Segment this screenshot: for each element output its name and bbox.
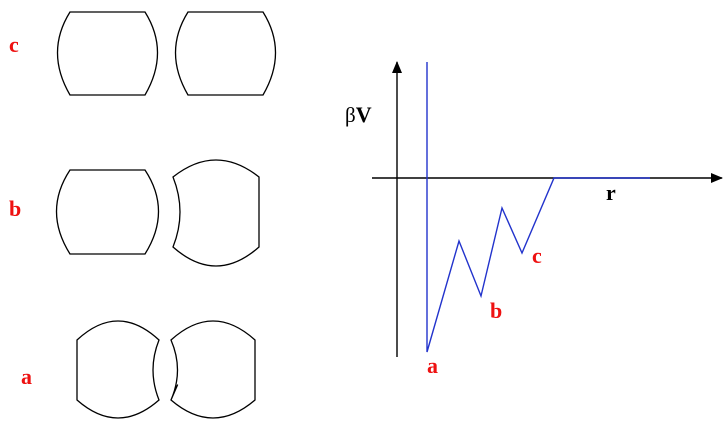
x-axis-label: r <box>606 180 616 205</box>
curve-point-label-c: c <box>532 243 542 268</box>
configuration-c: c <box>9 11 277 96</box>
y-axis-label-v: V <box>356 102 372 127</box>
configuration-a: a <box>21 320 256 419</box>
particle-b-left <box>55 169 160 255</box>
particle-a-right <box>170 320 256 419</box>
curve-point-label-b: b <box>490 298 502 323</box>
y-axis-label-beta: β <box>345 103 356 127</box>
particle-a-left <box>76 320 160 419</box>
particle-c-right <box>174 11 277 96</box>
config-label-a: a <box>21 364 32 389</box>
y-axis-label: βV <box>345 102 372 127</box>
config-label-c: c <box>9 32 19 57</box>
particle-b-right <box>172 159 260 267</box>
potential-curve <box>426 62 650 353</box>
particle-c-left <box>56 11 159 96</box>
config-label-b: b <box>9 196 21 221</box>
curve-point-label-a: a <box>427 353 438 378</box>
configuration-b: b <box>9 159 260 267</box>
potential-graph: βV r a b c <box>345 61 723 378</box>
